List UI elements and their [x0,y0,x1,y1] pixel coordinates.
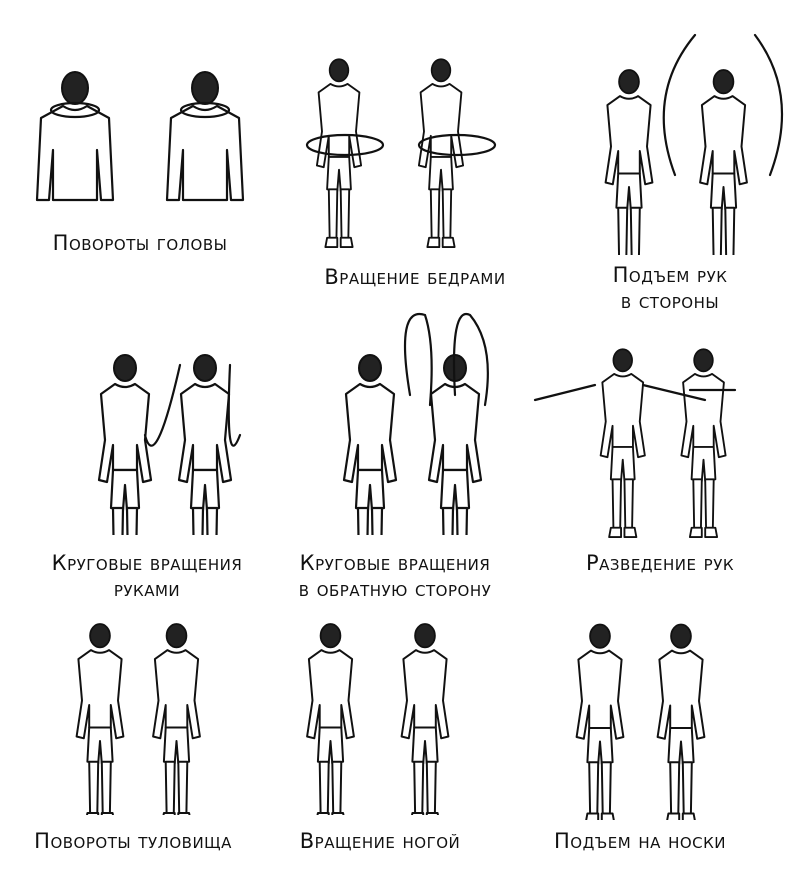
caption-arm-spread: Разведение рук [586,551,734,575]
caption-line: Круговые вращения [299,551,491,575]
caption-calf-raise: Подъем на носки [553,829,727,853]
caption-arms-raise: Подъем рук в стороны [613,262,728,314]
reverse-arm-circles-figures [285,305,505,578]
hip-rotation-figures [305,55,525,259]
caption-torso-turns: Повороты туловища [34,829,232,853]
head-turn-figures [35,70,255,224]
caption-line: в обратную сторону [298,577,492,601]
calf-raise-figures [555,620,745,825]
caption-arm-circles: Круговые вращения руками [52,550,243,602]
caption-leg-rotation: Вращение ногой [299,829,461,853]
caption-hip-rotation: Вращение бедрами [324,265,506,289]
caption-line: Круговые вращения [51,551,243,575]
arm-circles-figures [40,315,260,578]
caption-head-turns: Повороты головы [52,231,228,255]
arm-spread-figures [525,345,775,544]
leg-rotation-figures [290,615,480,824]
caption-reverse-arm-circles: Круговые вращения в обратную сторону [299,550,492,602]
arms-raise-figures [575,25,785,270]
caption-line: руками [113,577,181,601]
torso-turn-figures [55,615,235,824]
caption-line: Подъем рук [612,263,728,287]
caption-line: в стороны [620,289,720,313]
